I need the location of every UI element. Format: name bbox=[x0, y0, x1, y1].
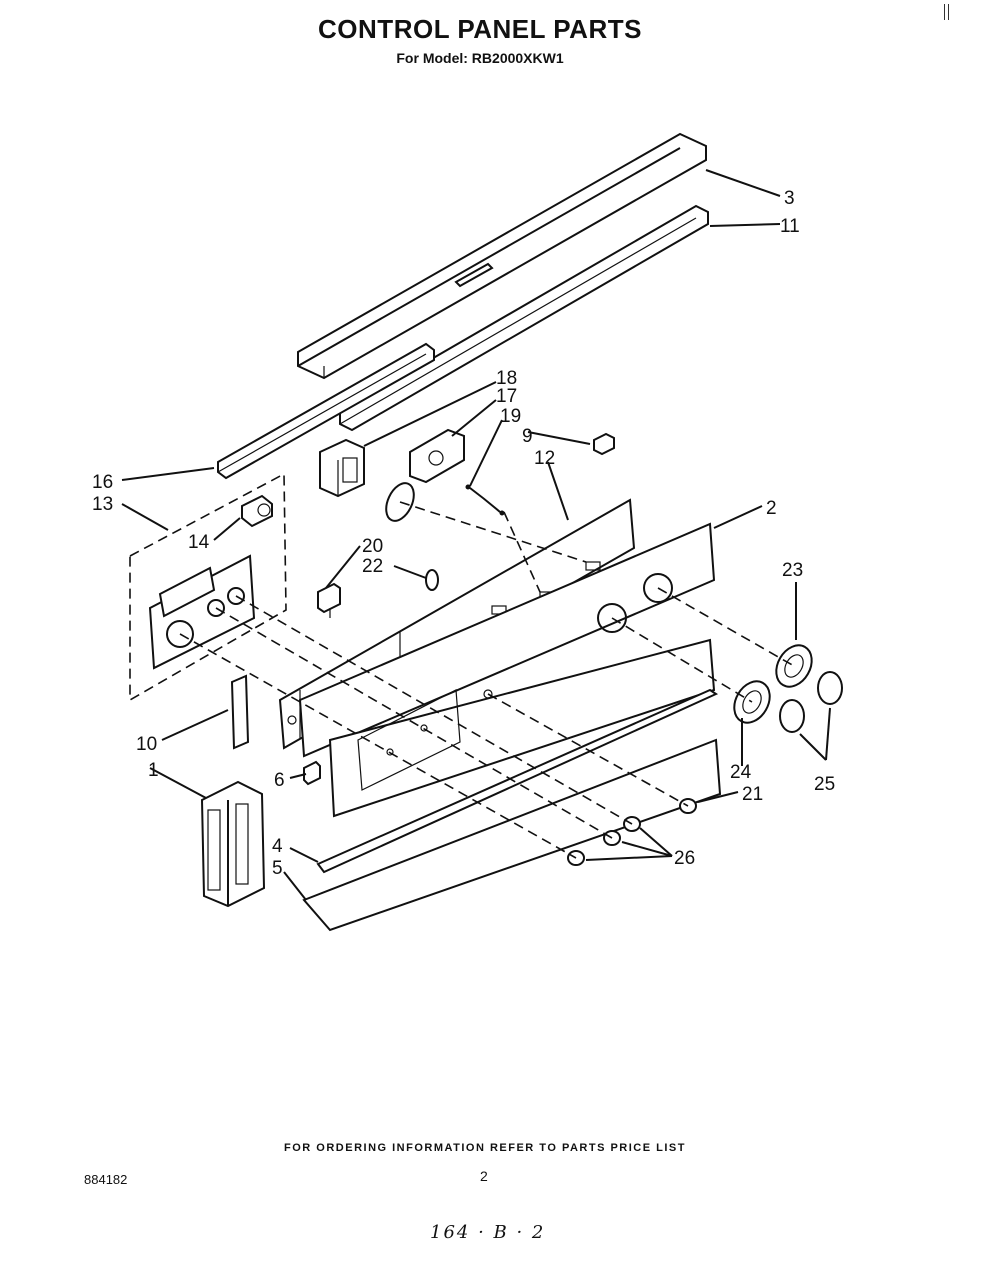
callout-10: 10 bbox=[136, 734, 157, 755]
callout-25: 25 bbox=[814, 774, 835, 795]
leader-lines bbox=[121, 169, 831, 901]
part-9-clip bbox=[593, 432, 615, 456]
margin-mark bbox=[944, 4, 949, 20]
part-2-front-panel bbox=[298, 522, 716, 758]
assembly-lines bbox=[179, 501, 795, 859]
callout-6: 6 bbox=[274, 770, 285, 791]
callout-23: 23 bbox=[782, 560, 803, 581]
part-22-clip bbox=[425, 569, 439, 591]
callout-4: 4 bbox=[272, 836, 283, 857]
ordering-note: FOR ORDERING INFORMATION REFER TO PARTS … bbox=[284, 1142, 686, 1154]
callout-1: 1 bbox=[148, 760, 159, 781]
callout-21: 21 bbox=[742, 784, 763, 805]
part-13-clock-assembly bbox=[129, 472, 287, 702]
callout-5: 5 bbox=[272, 858, 283, 879]
part-16-strip bbox=[217, 342, 435, 480]
part-17-switch bbox=[409, 428, 465, 484]
part-14-clip bbox=[241, 494, 273, 528]
model-subtitle: For Model: RB2000XKW1 bbox=[396, 50, 564, 66]
callout-26: 26 bbox=[674, 848, 695, 869]
part-23-bezel bbox=[775, 644, 813, 688]
callout-12: 12 bbox=[534, 448, 555, 469]
callout-19: 19 bbox=[500, 406, 521, 427]
callout-20: 20 bbox=[362, 536, 383, 557]
part-20-switch bbox=[317, 582, 341, 618]
part-1-clock bbox=[200, 780, 266, 908]
seal-ring bbox=[385, 482, 415, 522]
callout-3: 3 bbox=[784, 188, 795, 209]
part-5-bottom-trim bbox=[302, 688, 722, 932]
page-number: 2 bbox=[480, 1168, 488, 1184]
part-25-knobs bbox=[779, 671, 843, 733]
handwritten-code: 164 · B · 2 bbox=[430, 1222, 546, 1243]
callout-14: 14 bbox=[188, 532, 210, 553]
callout-18: 18 bbox=[496, 368, 517, 389]
callout-24: 24 bbox=[730, 762, 752, 783]
part-19-wire bbox=[465, 484, 505, 516]
callout-22: 22 bbox=[362, 556, 383, 577]
callout-16: 16 bbox=[92, 472, 113, 493]
callout-13: 13 bbox=[92, 494, 113, 515]
page-title: CONTROL PANEL PARTS bbox=[318, 14, 642, 44]
document-number: 884182 bbox=[84, 1172, 128, 1187]
callout-2: 2 bbox=[766, 498, 777, 519]
part-6-clip bbox=[303, 760, 321, 786]
part-11-strip bbox=[339, 204, 709, 432]
part-18-switch bbox=[319, 438, 365, 498]
part-10-bracket bbox=[230, 674, 250, 750]
part-4-panel-lens bbox=[328, 638, 716, 818]
callout-9: 9 bbox=[522, 426, 533, 447]
part-3-top-trim bbox=[297, 132, 707, 380]
callout-17: 17 bbox=[496, 386, 517, 407]
callout-11: 11 bbox=[780, 216, 800, 237]
